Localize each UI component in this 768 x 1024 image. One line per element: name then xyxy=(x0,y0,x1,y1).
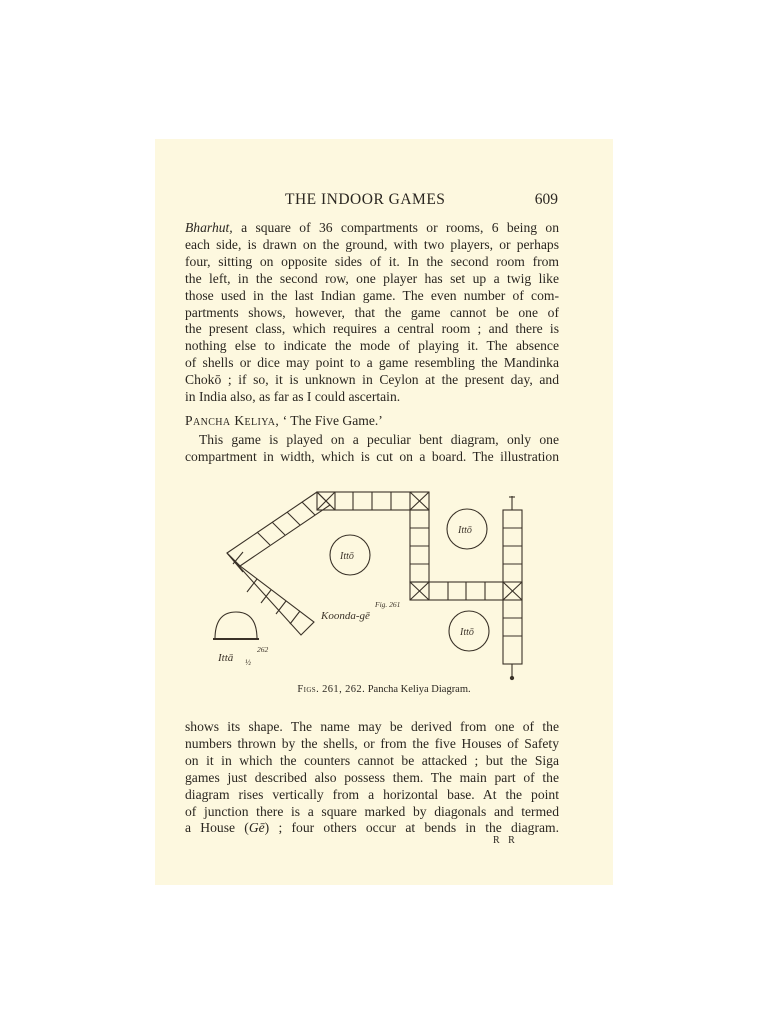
horizontal-base xyxy=(409,581,523,601)
signature-mark: R R xyxy=(493,835,518,846)
figure-caption: Figs. 261, 262. Pancha Keliya Diagram. xyxy=(155,684,613,695)
paragraph-1-line: those used in the last Indian game. The … xyxy=(185,287,559,303)
pancha-keliya-diagram: Ittō Ittō Ittō Fig. 261 Koonda-gē 262 It… xyxy=(213,491,523,681)
paragraph-1-line: partments shows, however, that the game … xyxy=(185,304,559,320)
circle-label-2: Ittō xyxy=(457,525,472,536)
italic-place-name: Bharhut, xyxy=(185,220,233,235)
paragraph-3-line: of junction there is a square marked by … xyxy=(185,803,559,819)
paragraph-1-line: each side, is drawn on the ground, with … xyxy=(185,236,559,252)
itta-label: Ittā xyxy=(217,652,234,664)
paragraph-3-line: diagram rises vertically from a horizont… xyxy=(185,786,559,802)
page-number: 609 xyxy=(534,191,558,208)
circle-label-1: Ittō xyxy=(339,551,354,562)
section-heading-name: Pancha Keliya, xyxy=(185,413,280,428)
paragraph-3: shows its shape. The name may be derived… xyxy=(185,719,559,837)
section-heading-translation: ‘ The Five Game.’ xyxy=(282,413,383,428)
circle-label-3: Ittō xyxy=(459,627,474,638)
paragraph-3-line: numbers thrown by the shells, or from th… xyxy=(185,735,559,751)
paragraph-3-line: on it in which the counters cannot be at… xyxy=(185,752,559,768)
paragraph-2: This game is played on a peculiar bent d… xyxy=(185,432,559,466)
fig-262-label: 262 xyxy=(257,645,269,654)
figure-caption-text: Pancha Keliya Diagram. xyxy=(367,684,471,695)
diagonal-arms xyxy=(226,491,331,636)
paragraph-1-line: four, sitting on opposite sides of it. I… xyxy=(185,253,559,269)
section-heading: Pancha Keliya, ‘ The Five Game.’ xyxy=(185,413,383,429)
house-circle-3 xyxy=(448,610,490,652)
paragraph-3-line: a House (Gē) ; four others occur at bend… xyxy=(185,820,559,836)
paragraph-2-line: compartment in width, which is cut on a … xyxy=(185,448,559,464)
right-column xyxy=(502,496,523,681)
house-circle-2 xyxy=(446,508,488,550)
koonda-ge-label: Koonda-gē xyxy=(320,610,370,622)
paragraph-1-line: in India also, as far as I could ascerta… xyxy=(185,389,401,405)
paragraph-3-line: shows its shape. The name may be derived… xyxy=(185,719,559,734)
paragraph-1-line: nothing else to indicate the mode of pla… xyxy=(185,338,559,354)
central-column xyxy=(409,509,430,583)
paragraph-1-line: the left, in the second row, one player … xyxy=(185,270,559,286)
dome-shape xyxy=(214,611,258,640)
top-arm xyxy=(316,491,430,511)
fig-261-label: Fig. 261 xyxy=(374,600,400,609)
paragraph-1-line: the present class, which requires a cent… xyxy=(185,321,559,337)
book-page: THE INDOOR GAMES 609 Bharhut, a square o… xyxy=(155,139,613,885)
paragraph-1-line: Bharhut, a square of 36 compartments or … xyxy=(185,220,559,235)
running-head: THE INDOOR GAMES xyxy=(285,191,446,208)
half-label: ½ xyxy=(245,658,251,667)
figure-caption-prefix: Figs. 261, 262. xyxy=(297,684,366,695)
paragraph-2-line: This game is played on a peculiar bent d… xyxy=(199,432,559,447)
paragraph-1-line: of shells or dice may point to a game re… xyxy=(185,355,559,371)
paragraph-1-line: Chokō ; if so, it is unknown in Ceylon a… xyxy=(185,372,559,388)
house-circle-1 xyxy=(329,534,371,576)
paragraph-3-line: games just described also possess them. … xyxy=(185,769,559,785)
paragraph-1: Bharhut, a square of 36 compartments or … xyxy=(185,220,559,406)
